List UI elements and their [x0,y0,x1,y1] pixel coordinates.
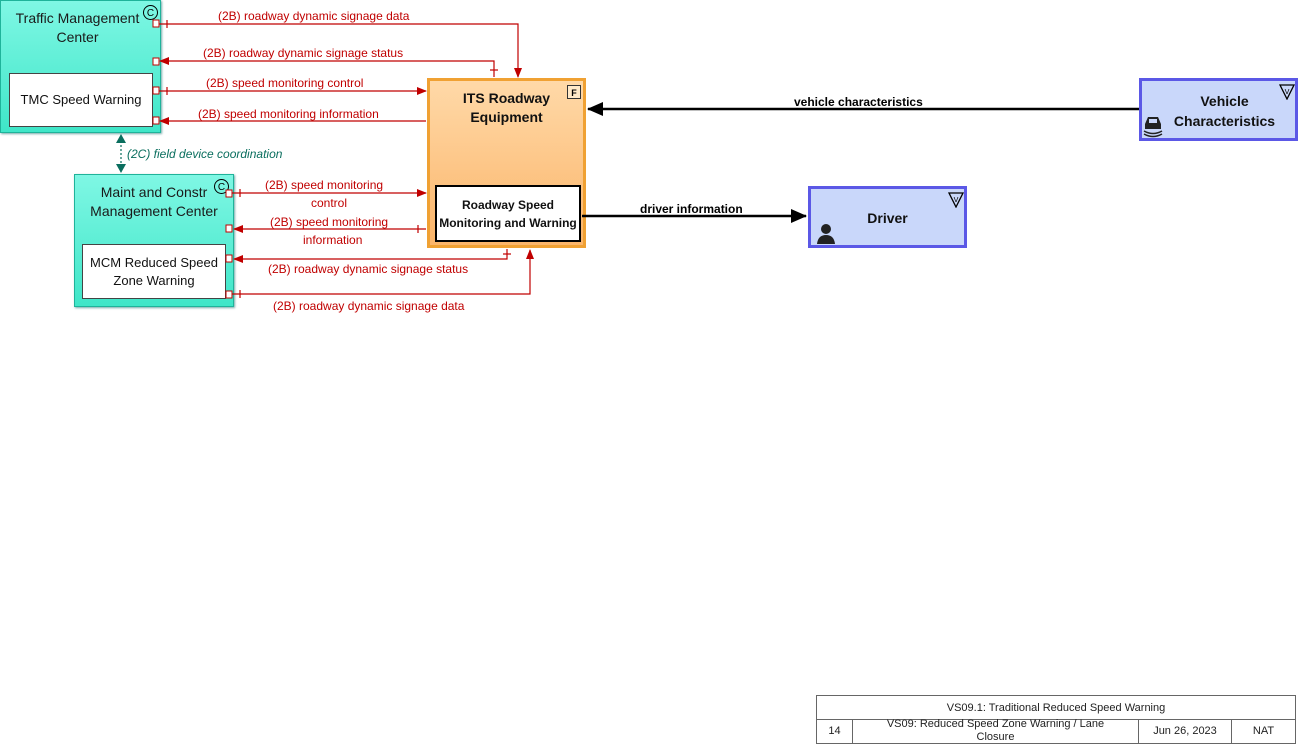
flow-field-device-coordination[interactable]: (2C) field device coordination [116,134,283,173]
flow-roadway-dynamic-signage-status-mcm[interactable]: (2B) roadway dynamic signage status [225,249,511,276]
svg-text:V: V [1285,88,1290,96]
mcm-box[interactable]: Maint and Constr Management Center C MCM… [74,174,234,307]
center-class-icon: C [143,5,158,20]
flow-label: driver information [640,202,743,216]
flow-label: (2B) speed monitoring [270,215,388,229]
flow-roadway-dynamic-signage-data-tmc[interactable]: (2B) roadway dynamic signage data [152,9,522,78]
flow-roadway-dynamic-signage-status-tmc[interactable]: (2B) roadway dynamic signage status [152,46,498,77]
tmc-speed-warning[interactable]: TMC Speed Warning [9,73,153,127]
flow-label: control [311,196,347,210]
center-class-icon: C [214,179,229,194]
driver-box[interactable]: Driver V [808,186,967,248]
svg-text:V: V [954,196,959,204]
flow-speed-monitoring-information-mcm[interactable]: (2B) speed monitoring information [225,215,426,247]
vehicle-title: Vehicle Characteristics [1173,93,1276,129]
flow-driver-information[interactable]: driver information [582,202,807,223]
diagram-date: Jun 26, 2023 [1139,719,1232,743]
service-package-name: VS09: Reduced Speed Zone Warning / Lane … [853,718,1139,743]
flow-label: vehicle characteristics [794,95,923,109]
flow-roadway-dynamic-signage-data-mcm[interactable]: (2B) roadway dynamic signage data [225,249,534,313]
flow-speed-monitoring-control-tmc[interactable]: (2B) speed monitoring control [152,76,427,95]
flow-label: (2B) speed monitoring control [206,76,363,90]
flow-label: (2B) roadway dynamic signage data [273,299,465,313]
tmc-box[interactable]: Traffic Management Center C TMC Speed Wa… [0,0,161,133]
its-roadway-equipment-box[interactable]: ITS Roadway Equipment F Roadway Speed Mo… [427,78,586,248]
title-block: VS09.1: Traditional Reduced Speed Warnin… [816,695,1296,744]
terminator-class-icon: V [948,192,964,208]
field-class-icon: F [567,85,581,99]
person-icon [817,224,835,244]
flow-vehicle-characteristics[interactable]: vehicle characteristics [587,95,1139,116]
terminator-class-icon: V [1279,84,1295,100]
flow-speed-monitoring-information-tmc[interactable]: (2B) speed monitoring information [152,107,426,125]
flow-label: (2B) speed monitoring [265,178,383,192]
flow-label: information [303,233,362,247]
tmc-title: Traffic Management Center [15,10,140,45]
diagram-title: VS09.1: Traditional Reduced Speed Warnin… [817,696,1295,720]
mcm-reduced-speed-zone-warning[interactable]: MCM Reduced Speed Zone Warning [82,244,226,299]
car-icon [1143,117,1163,138]
flow-label: (2C) field device coordination [127,147,283,161]
driver-title: Driver [867,210,908,226]
page-number: 14 [817,719,853,743]
flow-speed-monitoring-control-mcm[interactable]: (2B) speed monitoring control [225,178,427,210]
diagram-scope: NAT [1252,724,1275,737]
mcm-title: Maint and Constr Management Center [90,184,218,219]
flow-label: (2B) speed monitoring information [198,107,379,121]
roadway-speed-monitoring-and-warning[interactable]: Roadway Speed Monitoring and Warning [435,185,581,242]
vehicle-characteristics-box[interactable]: Vehicle Characteristics V [1139,78,1298,141]
ire-title: ITS Roadway Equipment [462,90,551,125]
flow-label: (2B) roadway dynamic signage status [268,262,468,276]
flow-label: (2B) roadway dynamic signage data [218,9,410,23]
flow-label: (2B) roadway dynamic signage status [203,46,403,60]
